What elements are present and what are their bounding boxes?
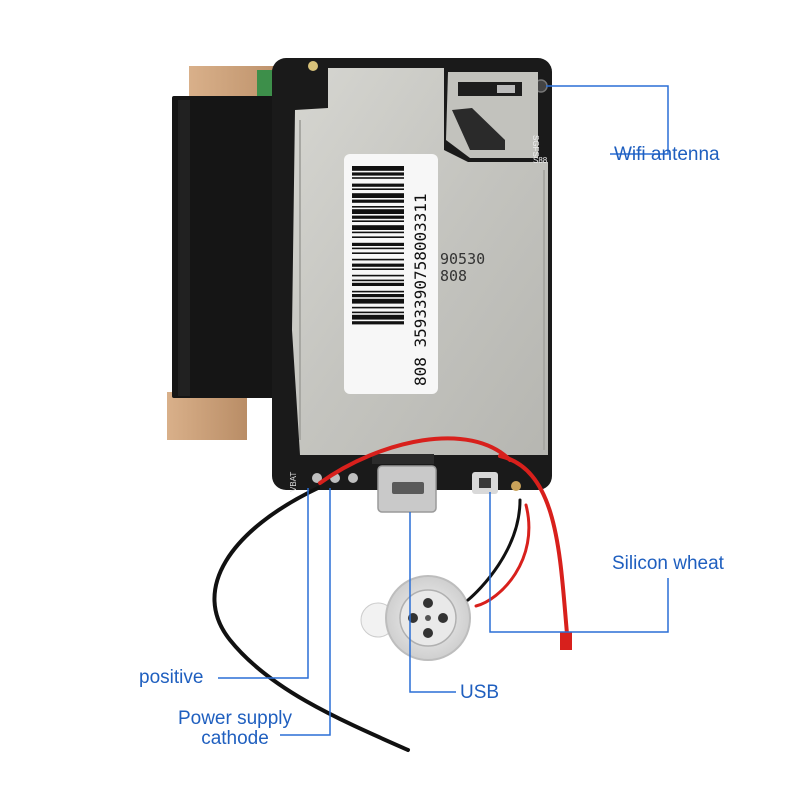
barcode-bar — [352, 252, 404, 254]
leader-cathode — [280, 488, 331, 736]
red-wire-speaker — [498, 454, 570, 647]
barcode-bar — [352, 268, 404, 270]
barcode-bar — [352, 215, 404, 219]
usb-label: USB — [460, 682, 500, 703]
barcode-bar — [352, 177, 404, 179]
barcode-bar — [352, 282, 404, 286]
barcode-bar — [352, 236, 404, 238]
leader-lines — [218, 85, 669, 736]
bottom-components: VBAT — [289, 454, 521, 513]
power-supply-label-line1: Power supply — [177, 708, 293, 729]
barcode-bar — [352, 183, 404, 187]
black-wire-battery — [212, 486, 410, 752]
barcode-bar — [352, 220, 404, 222]
barcode-bar — [352, 298, 404, 304]
barcode-bar — [352, 263, 404, 267]
sim-marking: SGFS — [531, 135, 540, 157]
red-wire-speaker-2 — [474, 503, 531, 608]
chip-marking-line2: 808 — [440, 267, 467, 285]
barcode-bar — [352, 231, 404, 234]
barcode-sticker: 808 3593390758003311 — [344, 154, 438, 394]
power-supply-label-line2: cathode — [201, 728, 269, 749]
barcode-bar — [352, 209, 404, 214]
barcode-bar — [352, 206, 404, 208]
barcode-bar — [352, 274, 404, 277]
red-wire-battery — [318, 436, 512, 485]
barcode-bar — [352, 306, 404, 309]
wires — [212, 436, 572, 752]
barcode-bar — [352, 193, 404, 198]
barcode-bar — [352, 258, 404, 261]
barcode — [352, 166, 404, 325]
barcode-bar — [352, 294, 404, 298]
sim-connector: SGFS S88 — [446, 72, 548, 165]
silicon-wheat-label: Silicon wheat — [612, 553, 724, 574]
barcode-bar — [352, 311, 404, 314]
barcode-bar — [352, 321, 404, 325]
barcode-bar — [352, 290, 404, 293]
barcode-bar — [352, 279, 404, 282]
power-supply-cathode-label: Power supply cathode — [164, 709, 306, 749]
barcode-number: 808 3593390758003311 — [411, 193, 430, 386]
barcode-bar — [352, 225, 404, 230]
wifi-antenna-label: Wifi antenna — [614, 144, 720, 165]
barcode-bar — [352, 166, 404, 171]
leader-wifi — [546, 85, 669, 155]
pin-label-vbat: VBAT — [289, 472, 298, 492]
barcode-bar — [352, 199, 404, 203]
sim-marking-2: S88 — [533, 156, 548, 165]
speaker — [360, 575, 471, 661]
leader-positive — [218, 488, 309, 679]
barcode-bar — [352, 188, 404, 190]
leader-usb — [409, 512, 456, 693]
positive-label: positive — [139, 667, 204, 688]
barcode-bar — [352, 314, 404, 320]
barcode-bar — [352, 242, 404, 246]
leader-silicon — [489, 492, 669, 633]
black-wire-speaker — [466, 498, 522, 602]
chip-marking-line1: 90530 — [440, 250, 485, 268]
barcode-bar — [352, 172, 404, 176]
barcode-bar — [352, 247, 404, 250]
